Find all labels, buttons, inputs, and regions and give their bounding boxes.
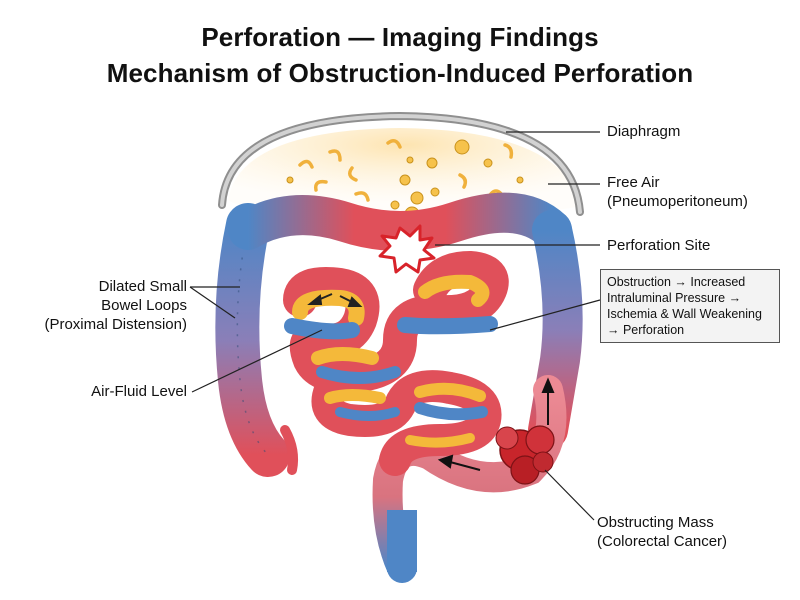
label-air-fluid-level: Air-Fluid Level: [91, 383, 187, 400]
mechanism-line4: → Perforation: [607, 323, 685, 337]
label-mass-line2: (Colorectal Cancer): [597, 533, 728, 550]
label-dilated-line1: Dilated Small: [98, 278, 187, 295]
label-free-air: Free Air (Pneumoperitoneum): [607, 173, 748, 211]
mechanism-box: Obstruction → Increased Intraluminal Pre…: [600, 269, 780, 343]
label-dilated-bowel: Dilated Small Bowel Loops (Proximal Dist…: [0, 277, 187, 334]
leader-lines: [189, 131, 601, 521]
obstructing-mass: [495, 425, 555, 485]
label-dilated-line3: (Proximal Distension): [44, 316, 187, 333]
diagram-title-line1: Perforation — Imaging Findings: [201, 22, 599, 52]
label-free-air-line1: Free Air: [607, 174, 660, 191]
label-obstructing-mass: Obstructing Mass (Colorectal Cancer): [597, 513, 727, 551]
pressure-arrows: [307, 293, 363, 307]
ascending-colon: [215, 203, 290, 477]
label-mass-line1: Obstructing Mass: [597, 514, 714, 531]
label-dilated-line2: Bowel Loops: [101, 297, 187, 314]
label-diaphragm: Diaphragm: [607, 123, 681, 140]
label-perforation-site: Perforation Site: [607, 237, 711, 254]
label-free-air-line2: (Pneumoperitoneum): [607, 193, 748, 210]
flow-arrows: [437, 377, 555, 471]
small-bowel-loops: [283, 251, 509, 476]
mechanism-line2: Intraluminal Pressure →: [607, 291, 742, 305]
diagram-title-line2: Mechanism of Obstruction-Induced Perfora…: [106, 58, 694, 88]
mechanism-line1: Obstruction → Increased: [607, 275, 746, 289]
appendix: [280, 425, 299, 475]
perforation-starburst: [378, 224, 436, 274]
mechanism-line3: Ischemia & Wall Weakening: [607, 307, 762, 321]
